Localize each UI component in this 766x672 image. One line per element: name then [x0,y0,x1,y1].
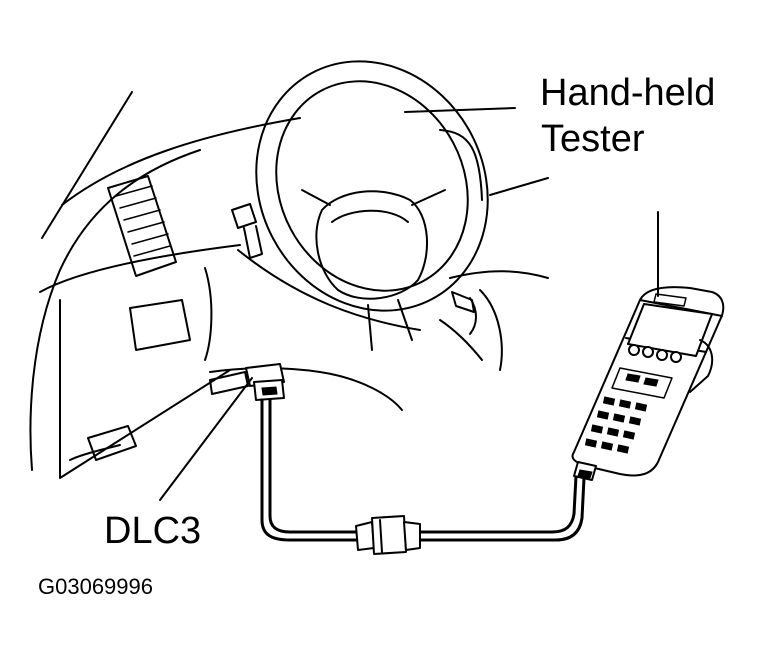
tester-label-line1: Hand-held [540,72,716,114]
windshield-pillar [29,91,201,471]
dashboard-outline [39,107,549,479]
leader-lines [159,211,659,501]
switch-stalk [231,203,263,259]
tester-label-line2: Tester [541,118,645,160]
cable-adapter [355,515,421,555]
figure-id: G03069996 [38,574,153,599]
tester-keypad [584,396,648,454]
dlc3-connector [245,363,285,401]
tester-cable [260,398,586,542]
air-vent [107,175,177,277]
connector-label: DLC3 [104,510,202,552]
hand-held-tester [571,286,725,481]
lower-panel [87,267,249,461]
steering-wheel [255,60,489,351]
